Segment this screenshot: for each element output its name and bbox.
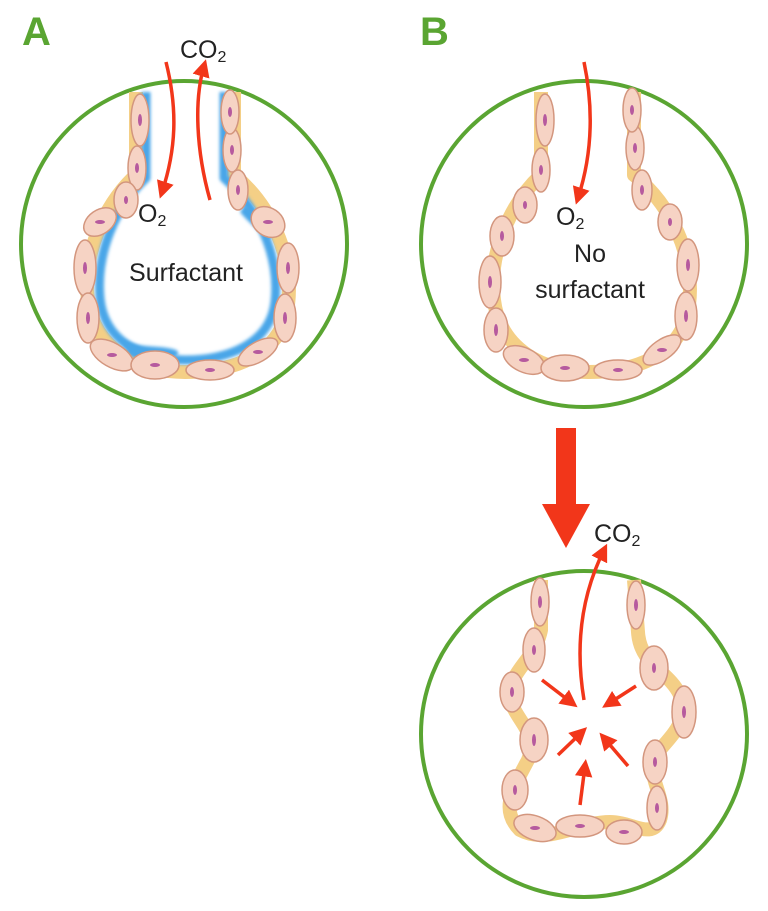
surfactant-label: Surfactant <box>129 259 243 287</box>
collapsed-panel: CO2 <box>419 520 749 899</box>
gas-flow-arrow-icon <box>572 61 592 205</box>
cell-nucleus-dots <box>510 596 686 834</box>
cell-nucleus-dots <box>83 107 290 372</box>
o2-label: O2 <box>138 200 166 230</box>
collapsed-panel-circle <box>419 569 749 899</box>
panel-a: A CO2 O2 Surfactant <box>19 10 349 409</box>
co2-label: CO2 <box>180 36 227 66</box>
inward-arrow-icon <box>574 759 593 806</box>
inward-arrow-icon <box>602 684 637 708</box>
inward-arrow-icon <box>556 727 588 757</box>
panel-letter-b: B <box>420 10 449 54</box>
epithelial-cells <box>499 577 697 845</box>
no-surfactant-label-line1: No <box>574 240 606 268</box>
panel-letter-a: A <box>22 10 51 54</box>
gas-flow-arrow-icon <box>157 61 176 199</box>
surfactant-layer <box>94 92 281 365</box>
gas-flow-arrow-icon <box>578 543 608 701</box>
panel-a-circle <box>19 79 349 409</box>
panel-b: B O2 No surfactant <box>419 10 749 409</box>
inward-arrow-icon <box>599 732 630 768</box>
co2-label: CO2 <box>594 520 641 550</box>
cell-nucleus-dots <box>488 105 690 372</box>
panel-b-circle <box>419 79 749 409</box>
no-surfactant-label-line2: surfactant <box>535 276 645 304</box>
collapse-transition-arrow-icon <box>542 428 590 548</box>
o2-label: O2 <box>556 203 584 233</box>
gas-flow-arrow-icon <box>192 59 212 201</box>
inward-arrow-icon <box>540 678 578 708</box>
